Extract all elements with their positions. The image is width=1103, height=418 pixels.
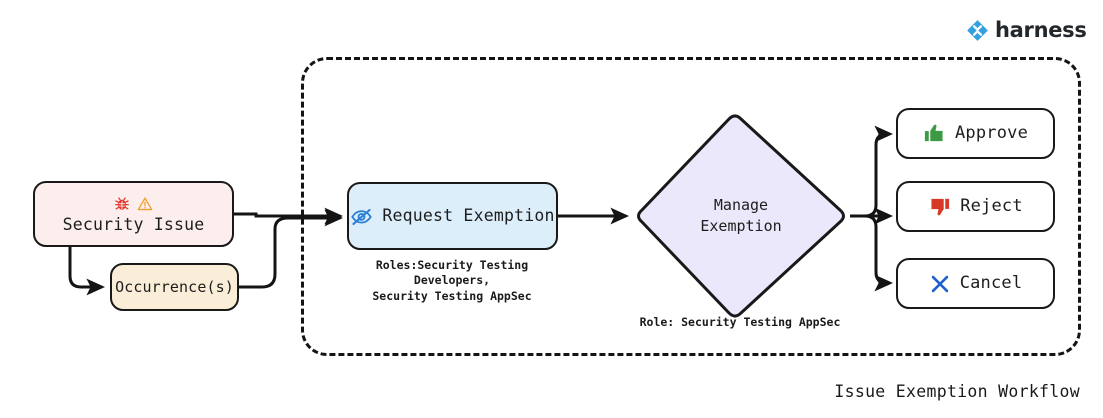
diamond-shape xyxy=(637,114,845,318)
node-occurrences[interactable]: Occurrence(s) xyxy=(110,263,239,311)
thumbs-down-icon xyxy=(931,198,950,216)
security-issue-icon-row xyxy=(114,195,153,213)
manage-exemption-label-line1: Manage xyxy=(713,195,769,214)
harness-brand-text: harness xyxy=(995,18,1087,42)
node-cancel-label: Cancel xyxy=(959,272,1023,293)
node-request-exemption-label: Request Exemption xyxy=(382,206,555,226)
request-exemption-content: Request Exemption xyxy=(350,205,554,228)
manage-exemption-label-line2: Exemption xyxy=(700,217,782,235)
node-request-exemption[interactable]: Request Exemption xyxy=(347,182,558,250)
bug-icon xyxy=(115,196,129,210)
node-occurrences-label: Occurrence(s) xyxy=(115,278,234,296)
workflow-title: Issue Exemption Workflow xyxy=(834,382,1080,401)
node-approve-label: Approve xyxy=(954,122,1029,143)
roles-line-1: Roles:Security Testing Developers, xyxy=(375,258,529,288)
eye-slash-icon xyxy=(351,208,372,225)
manage-exemption-text: Manage Exemption xyxy=(632,113,850,319)
approve-content: Approve xyxy=(923,122,1028,145)
exemption-workflow-boundary xyxy=(301,57,1081,356)
cross-x-icon xyxy=(931,275,948,292)
node-reject[interactable]: Reject xyxy=(896,181,1055,232)
node-approve[interactable]: Approve xyxy=(896,108,1055,159)
thumbs-up-icon xyxy=(924,124,943,142)
warning-triangle-icon xyxy=(137,196,153,210)
edge-security-issue-to-occurrences xyxy=(68,247,106,296)
manage-exemption-role-caption: Role: Security Testing AppSec xyxy=(639,315,841,329)
reject-content: Reject xyxy=(928,195,1023,218)
roles-line-2: Security Testing AppSec xyxy=(372,288,532,303)
node-security-issue-label: Security Issue xyxy=(62,214,205,234)
node-cancel[interactable]: Cancel xyxy=(896,258,1055,309)
node-manage-exemption[interactable]: Manage Exemption xyxy=(632,113,850,319)
node-security-issue[interactable]: Security Issue xyxy=(33,181,234,247)
cancel-content: Cancel xyxy=(929,273,1023,295)
harness-diamond-logo-icon xyxy=(967,19,988,41)
harness-brand-logo: harness xyxy=(966,18,1087,42)
request-exemption-roles-caption: Roles:Security Testing Developers, Secur… xyxy=(338,258,566,304)
node-reject-label: Reject xyxy=(960,195,1023,216)
